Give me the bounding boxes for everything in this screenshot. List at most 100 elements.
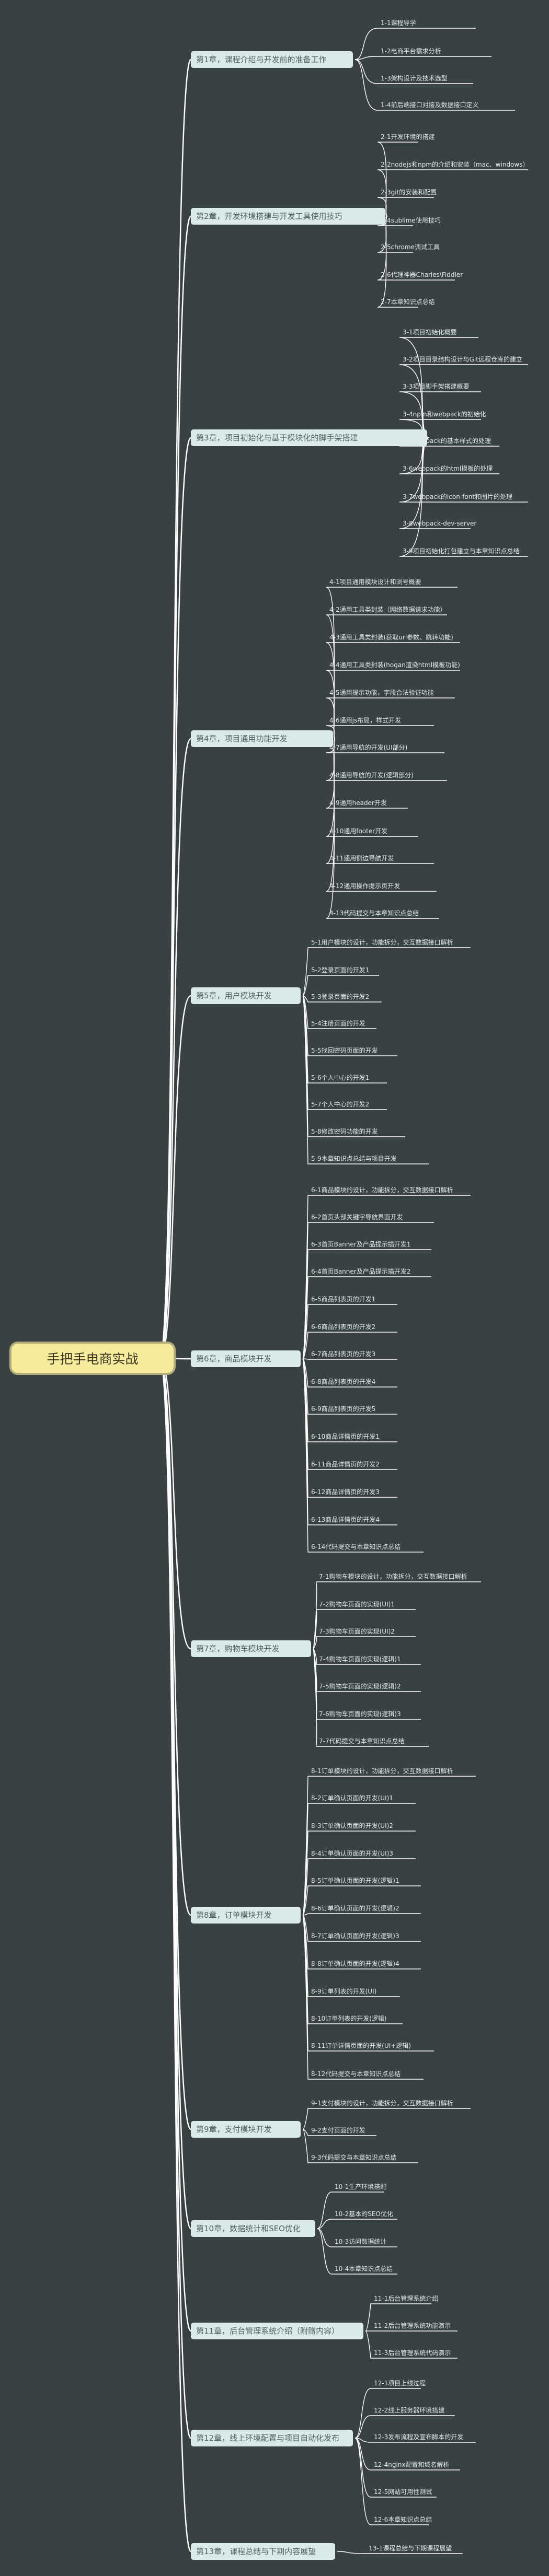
topic-item[interactable]: 3-7webpack的icon-font和图片的处理 [403,493,513,500]
topic-item[interactable]: 2-7本章知识点总结 [381,298,435,306]
topic-item[interactable]: 12-6本章知识点总结 [374,2516,432,2523]
topic-item[interactable]: 6-11商品详情页的开发2 [311,1461,380,1468]
topic-item[interactable]: 1-1课程导学 [381,19,416,27]
topic-item[interactable]: 3-1项目初始化概要 [403,329,457,336]
topic-item[interactable]: 12-2线上服务器环境搭建 [374,2407,445,2414]
topic-item[interactable]: 9-3代码提交与本章知识点总结 [311,2154,397,2161]
topic-item[interactable]: 6-2首页头部关键字导航界面开发 [311,1214,403,1221]
topic-item[interactable]: 2-3git的安装和配置 [381,189,437,196]
topic-item[interactable]: 2-2nodejs和npm的介绍和安装（mac、windows） [381,161,529,168]
topic-item[interactable]: 2-6代理神器Charles\Fiddler [381,271,463,278]
topic-item[interactable]: 6-10商品详情页的开发1 [311,1433,380,1440]
topic-item[interactable]: 8-10订单列表的开发(逻辑) [311,2015,387,2022]
topic-item[interactable]: 8-12代码提交与本章知识点总结 [311,2070,401,2078]
topic-item[interactable]: 3-5webpack的基本样式的处理 [403,437,491,445]
topic-item[interactable]: 8-9订单列表的开发(UI) [311,1988,377,1995]
topic-item[interactable]: 2-4sublime使用技巧 [381,217,441,224]
topic-item[interactable]: 12-1项目上线过程 [374,2380,426,2387]
topic-item[interactable]: 7-6购物车页面的实现(逻辑)3 [319,1710,401,1718]
chapter-node-6[interactable]: 第6章，商品模块开发 [191,1350,301,1367]
topic-item[interactable]: 8-8订单确认页面的开发(逻辑)4 [311,1960,399,1967]
topic-item[interactable]: 5-4注册页面的开发 [311,1020,365,1027]
topic-item[interactable]: 8-11订单详情页面的开发(UI+逻辑) [311,2042,411,2049]
topic-item[interactable]: 12-4nginx配置和域名解析 [374,2461,450,2468]
topic-item[interactable]: 8-2订单确认页面的开发(UI)1 [311,1794,393,1802]
topic-item[interactable]: 5-6个人中心的开发1 [311,1074,370,1081]
topic-item[interactable]: 7-4购物车页面的实现(逻辑)1 [319,1656,401,1663]
topic-item[interactable]: 5-7个人中心的开发2 [311,1101,370,1108]
topic-item[interactable]: 6-4首页Banner及产品提示描开发2 [311,1268,411,1275]
topic-item[interactable]: 7-1购物车模块的设计，功能拆分，交互数据接口解析 [319,1573,467,1580]
topic-item[interactable]: 4-13代码提交与本章知识点总结 [329,910,419,917]
topic-item[interactable]: 4-6通用js布局，样式开发 [329,717,402,724]
topic-item[interactable]: 6-1商品模块的设计，功能拆分，交互数据接口解析 [311,1186,453,1194]
topic-item[interactable]: 7-7代码提交与本章知识点总结 [319,1738,405,1745]
topic-item[interactable]: 6-8商品列表页的开发4 [311,1378,376,1385]
chapter-node-1[interactable]: 第1章，课程介绍与开发前的准备工作 [191,51,353,68]
chapter-node-7[interactable]: 第7章，购物车模块开发 [191,1640,311,1657]
topic-item[interactable]: 4-3通用工具类封装(获取url参数、跳转功能) [329,634,453,641]
chapter-node-9[interactable]: 第9章，支付模块开发 [191,2121,301,2138]
topic-item[interactable]: 12-3发布流程及宣布脚本的开发 [374,2433,464,2441]
topic-item[interactable]: 11-2后台管理系统功能演示 [374,2322,451,2329]
topic-item[interactable]: 4-2通用工具类封装（网络数据请求功能） [329,606,447,613]
chapter-node-5[interactable]: 第5章，用户模块开发 [191,987,301,1004]
topic-item[interactable]: 6-9商品列表页的开发5 [311,1405,376,1413]
topic-item[interactable]: 6-3首页Banner及产品提示描开发1 [311,1241,411,1248]
topic-item[interactable]: 5-8修改密码功能的开发 [311,1128,378,1135]
topic-item[interactable]: 6-5商品列表页的开发1 [311,1296,376,1303]
topic-item[interactable]: 5-9本章知识点总结与项目开发 [311,1155,397,1162]
chapter-node-11[interactable]: 第11章，后台管理系统介绍（附赠内容） [191,2323,363,2339]
topic-item[interactable]: 2-1开发环境的搭建 [381,133,435,141]
topic-item[interactable]: 4-10通用footer开发 [329,827,388,835]
topic-item[interactable]: 6-14代码提交与本章知识点总结 [311,1543,401,1551]
topic-item[interactable]: 5-5找回密码页面的开发 [311,1047,378,1054]
topic-item[interactable]: 7-3购物车页面的实现(UI)2 [319,1628,395,1635]
topic-item[interactable]: 10-1生产环境搭配 [335,2183,387,2190]
chapter-node-4[interactable]: 第4章，项目通用功能开发 [191,730,333,747]
topic-item[interactable]: 9-1支付模块的设计，功能拆分，交互数据接口解析 [311,2100,453,2107]
topic-item[interactable]: 6-13商品详情页的开发4 [311,1516,380,1523]
topic-item[interactable]: 8-7订单确认页面的开发(逻辑)3 [311,1932,399,1940]
topic-item[interactable]: 8-1订单模块的设计，功能拆分，交互数据接口解析 [311,1767,453,1775]
topic-item[interactable]: 10-4本章知识点总结 [335,2265,393,2272]
topic-item[interactable]: 10-2基本的SEO优化 [335,2210,393,2218]
topic-item[interactable]: 9-2支付页面的开发 [311,2127,365,2134]
topic-item[interactable]: 2-5chrome调试工具 [381,243,440,251]
chapter-node-8[interactable]: 第8章，订单模块开发 [191,1907,301,1924]
topic-item[interactable]: 4-12通用操作提示页开发 [329,882,401,890]
topic-item[interactable]: 7-5购物车页面的实现(逻辑)2 [319,1683,401,1690]
topic-item[interactable]: 8-6订单确认页面的开发(逻辑)2 [311,1905,399,1912]
topic-item[interactable]: 6-7商品列表页的开发3 [311,1350,376,1358]
topic-item[interactable]: 1-3架构设计及技术选型 [381,75,448,82]
topic-item[interactable]: 1-4前后端接口对接及数据接口定义 [381,101,479,109]
topic-item[interactable]: 3-3项目脚手架搭建概要 [403,383,470,390]
chapter-node-2[interactable]: 第2章，开发环境搭建与开发工具使用技巧 [191,208,385,225]
topic-item[interactable]: 4-8通用导航的开发(逻辑部分) [329,772,414,779]
topic-item[interactable]: 7-2购物车页面的实现(UI)1 [319,1601,395,1608]
topic-item[interactable]: 4-11通用侧边导航开发 [329,855,394,862]
chapter-node-13[interactable]: 第13章，课程总结与下期内容展望 [191,2543,335,2560]
topic-item[interactable]: 4-4通用工具类封装(hogan渲染html模板功能) [329,661,460,669]
topic-item[interactable]: 8-4订单确认页面的开发(UI)3 [311,1850,393,1857]
topic-item[interactable]: 3-8webpack-dev-server [403,520,477,527]
topic-item[interactable]: 5-2登录页面的开发1 [311,966,370,974]
topic-item[interactable]: 3-6webpack的html模板的处理 [403,465,493,472]
topic-item[interactable]: 8-3订单确认页面的开发(UI)2 [311,1822,393,1829]
topic-item[interactable]: 4-7通用导航的开发(UI部分) [329,744,408,751]
topic-item[interactable]: 11-1后台管理系统介绍 [374,2295,439,2302]
topic-item[interactable]: 6-12商品详情页的开发3 [311,1488,380,1496]
topic-item[interactable]: 8-5订单确认页面的开发(逻辑)1 [311,1877,399,1884]
topic-item[interactable]: 3-9项目初始化打包建立与本章知识点总结 [403,547,520,555]
topic-item[interactable]: 13-1课程总结与下期课程展望 [369,2545,452,2552]
chapter-node-3[interactable]: 第3章，项目初始化与基于模块化的脚手架搭建 [191,429,427,446]
topic-item[interactable]: 6-6商品列表页的开发2 [311,1323,376,1331]
topic-item[interactable]: 4-9通用header开发 [329,799,387,807]
topic-item[interactable]: 5-1用户模块的设计，功能拆分，交互数据接口解析 [311,939,453,946]
topic-item[interactable]: 3-4npm和webpack的初始化 [403,411,486,418]
topic-item[interactable]: 12-5网站可用性测试 [374,2488,432,2496]
chapter-node-10[interactable]: 第10章，数据统计和SEO优化 [191,2220,315,2237]
topic-item[interactable]: 11-3后台管理系统代码演示 [374,2349,451,2357]
topic-item[interactable]: 5-3登录页面的开发2 [311,993,370,1000]
topic-item[interactable]: 10-3访问数据统计 [335,2238,387,2245]
